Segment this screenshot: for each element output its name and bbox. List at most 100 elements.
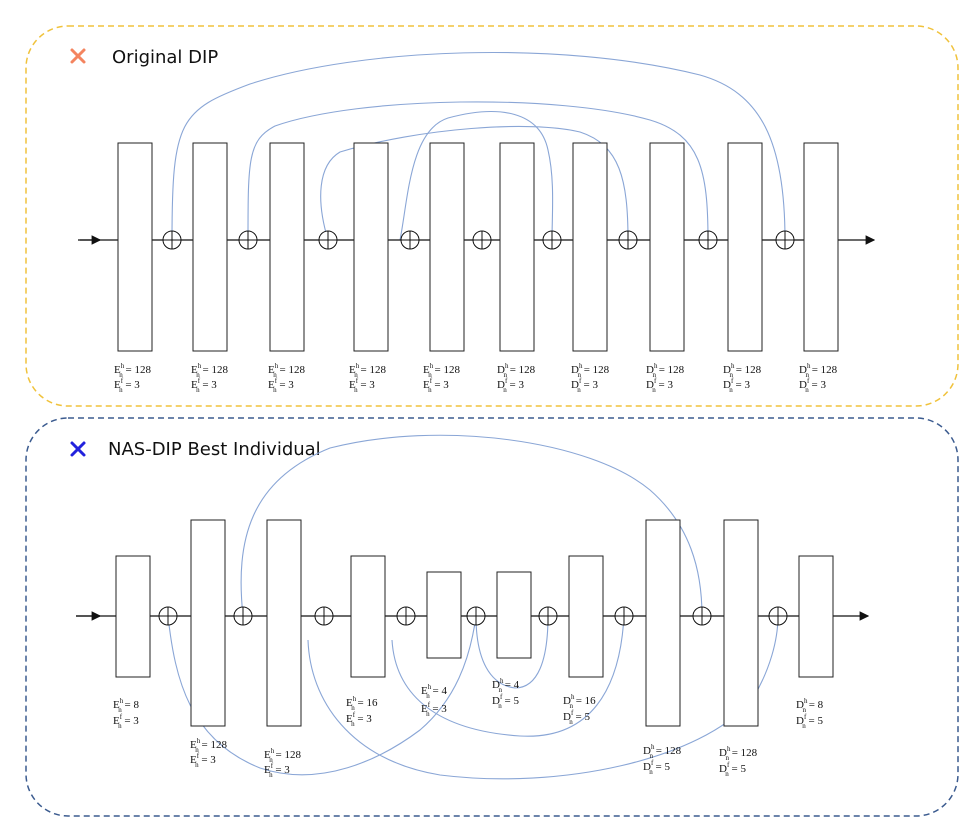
svg-text:Dfn = 5: Dfn = 5: [796, 713, 824, 730]
label-h-value: 128: [134, 364, 151, 376]
layer-blocks: [115, 519, 834, 727]
sum-node-icon: [314, 606, 334, 626]
svg-text:Dfn = 3: Dfn = 3: [723, 377, 751, 394]
svg-text:Dhn = 128: Dhn = 128: [719, 745, 758, 762]
svg-text:Dfn = 5: Dfn = 5: [563, 709, 591, 726]
svg-text:Ehn = 128: Ehn = 128: [190, 737, 227, 754]
sum-node-icon: [542, 230, 562, 250]
sum-node-icon: [768, 606, 788, 626]
svg-text:Ehn = 128: Ehn = 128: [264, 747, 301, 764]
layer-block: [192, 142, 228, 352]
blue-cross-icon: [70, 441, 86, 457]
skip-connection: [391, 615, 625, 737]
svg-text:Efn = 3: Efn = 3: [423, 377, 449, 394]
svg-text:Dhn = 8: Dhn = 8: [796, 697, 824, 714]
svg-text:Efn = 3: Efn = 3: [346, 711, 372, 728]
skip-connection: [320, 125, 629, 241]
layer-block: [190, 519, 226, 727]
skip-connections: [171, 51, 786, 241]
panel-original-dip: Original DIP: [25, 25, 959, 407]
sum-nodes: [162, 230, 795, 250]
svg-text:Ehn = 128: Ehn = 128: [191, 362, 228, 379]
svg-text:Dhn = 128: Dhn = 128: [571, 362, 610, 379]
sum-node-icon: [238, 230, 258, 250]
svg-text:Ehn = 8: Ehn = 8: [113, 697, 139, 714]
svg-text:Dfn = 5: Dfn = 5: [719, 761, 747, 778]
svg-text:Dhn = 16: Dhn = 16: [563, 693, 596, 710]
skip-connection: [247, 101, 709, 241]
layer-block: [649, 142, 685, 352]
layer-block: [266, 519, 302, 727]
sum-node-icon: [466, 606, 486, 626]
sum-node-icon: [775, 230, 795, 250]
svg-text:Ehn = 4: Ehn = 4: [421, 683, 447, 700]
svg-text:Efn = 3: Efn = 3: [268, 377, 294, 394]
svg-text:Dhn = 128: Dhn = 128: [497, 362, 536, 379]
svg-text:Ehn = 128: Ehn = 128: [114, 362, 151, 379]
skip-connection: [171, 51, 786, 241]
svg-text:Dhn = 128: Dhn = 128: [646, 362, 685, 379]
skip-connection: [475, 615, 549, 689]
layer-block: [568, 555, 604, 678]
svg-text:Efn = 3: Efn = 3: [191, 377, 217, 394]
sum-node-icon: [400, 230, 420, 250]
layer-block: [426, 571, 462, 659]
label-symbol: E: [114, 364, 121, 376]
sum-node-icon: [396, 606, 416, 626]
skip-connections: [167, 434, 779, 780]
panel-border: [25, 25, 959, 407]
svg-text:Dfn = 3: Dfn = 3: [799, 377, 827, 394]
svg-text:Ehn = 16: Ehn = 16: [346, 695, 378, 712]
panel-nas-dip: NAS-DIP Best Individual: [25, 417, 959, 817]
svg-text:Dhn = 128: Dhn = 128: [799, 362, 838, 379]
sum-node-icon: [698, 230, 718, 250]
sum-node-icon: [158, 606, 178, 626]
panel-title: NAS-DIP Best Individual: [108, 439, 321, 460]
layer-block: [798, 555, 834, 678]
layer-block: [429, 142, 465, 352]
skip-connection: [399, 111, 554, 241]
svg-text:Efn = 3: Efn = 3: [421, 701, 447, 718]
svg-text:Efn = 3: Efn = 3: [190, 752, 216, 769]
layer-block: [572, 142, 608, 352]
svg-text:Efn = 3: Efn = 3: [264, 762, 290, 779]
panel-title: Original DIP: [112, 47, 218, 68]
svg-text:Dhn = 128: Dhn = 128: [643, 743, 682, 760]
layer-block: [117, 142, 153, 352]
sum-node-icon: [318, 230, 338, 250]
skip-connection: [240, 434, 703, 617]
svg-text:Dfn = 3: Dfn = 3: [571, 377, 599, 394]
svg-text:Dfn = 5: Dfn = 5: [492, 693, 520, 710]
sum-node-icon: [692, 606, 712, 626]
sum-node-icon: [233, 606, 253, 626]
svg-text:Ehn = 128: Ehn = 128: [349, 362, 386, 379]
label-f-value: 3: [134, 379, 140, 391]
svg-text:Dhn = 4: Dhn = 4: [492, 677, 520, 694]
svg-text:Efn = 3: Efn = 3: [114, 377, 140, 394]
svg-text:Efn = 3: Efn = 3: [113, 713, 139, 730]
sum-node-icon: [472, 230, 492, 250]
layer-block: [353, 142, 389, 352]
layer-block: [499, 142, 535, 352]
sum-nodes: [158, 606, 788, 626]
sum-node-icon: [618, 230, 638, 250]
svg-text:Dfn = 5: Dfn = 5: [643, 759, 671, 776]
layer-block: [269, 142, 305, 352]
